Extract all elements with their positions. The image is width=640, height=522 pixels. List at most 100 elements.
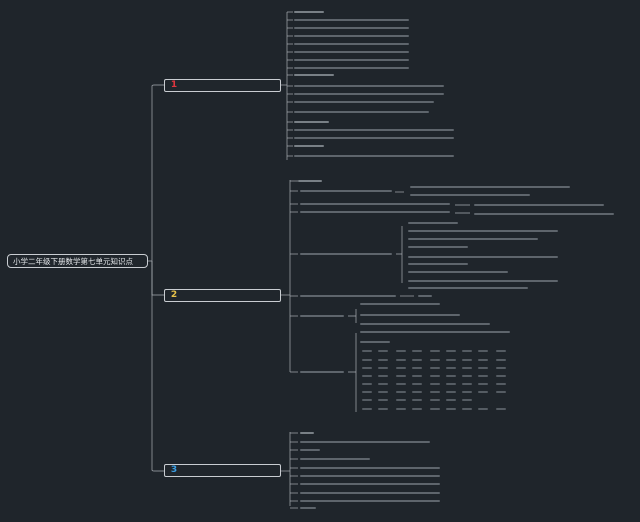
table-cell (478, 367, 488, 369)
leaf-text-line (294, 121, 329, 123)
leaf-text-line (294, 111, 429, 113)
table-cell (362, 367, 372, 369)
table-cell (496, 375, 506, 377)
table-cell (446, 375, 456, 377)
leaf-text-line (294, 85, 444, 87)
table-cell (496, 408, 506, 410)
table-cell (496, 367, 506, 369)
leaf-text-line (300, 441, 430, 443)
leaf-text-line (474, 204, 604, 206)
table-cell (478, 391, 488, 393)
table-cell (396, 367, 406, 369)
table-cell (430, 391, 440, 393)
leaf-text-line (408, 280, 558, 282)
leaf-text-line (294, 145, 324, 147)
table-cell (396, 359, 406, 361)
leaf-text-line (300, 449, 320, 451)
leaf-text-line (294, 27, 409, 29)
table-cell (378, 408, 388, 410)
table-cell (446, 383, 456, 385)
leaf-text-line (294, 137, 454, 139)
table-cell (446, 359, 456, 361)
connector-root-branch-3 (151, 261, 164, 472)
table-cell (378, 367, 388, 369)
table-cell (496, 350, 506, 352)
table-cell (462, 375, 472, 377)
table-cell (430, 350, 440, 352)
table-cell (412, 367, 422, 369)
branch-number-3: 3 (170, 465, 178, 475)
table-cell (378, 359, 388, 361)
leaf-text-line (360, 303, 440, 305)
table-cell (430, 408, 440, 410)
leaf-text-line (410, 194, 530, 196)
table-cell (412, 399, 422, 401)
table-cell (412, 359, 422, 361)
leaf-text-line (408, 271, 508, 273)
table-cell (362, 359, 372, 361)
leaf-text-line (300, 458, 370, 460)
table-cell (378, 350, 388, 352)
leaf-text-line (300, 203, 450, 205)
branch-number-1: 1 (170, 80, 178, 90)
table-cell (396, 383, 406, 385)
table-cell (478, 375, 488, 377)
branch-node-3[interactable]: 3 (164, 464, 281, 477)
leaf-text-line (300, 211, 450, 213)
table-cell (362, 408, 372, 410)
leaf-text-line (300, 483, 440, 485)
table-cell (496, 383, 506, 385)
table-cell (430, 399, 440, 401)
table-cell (378, 383, 388, 385)
table-cell (396, 375, 406, 377)
table-cell (430, 375, 440, 377)
table-cell (496, 359, 506, 361)
table-cell (462, 408, 472, 410)
table-cell (430, 359, 440, 361)
connector-b2-sub-b (455, 204, 470, 214)
table-cell (462, 399, 472, 401)
table-cell (446, 391, 456, 393)
leaf-text-line (300, 500, 440, 502)
leaf-text-line (300, 253, 392, 255)
leaf-text-line (300, 315, 344, 317)
leaf-text-line (408, 263, 468, 265)
table-cell (378, 375, 388, 377)
table-cell (446, 408, 456, 410)
leaf-text-line (294, 59, 409, 61)
branch-node-2[interactable]: 2 (164, 289, 281, 302)
root-node[interactable]: 小学二年级下册数学第七单元知识点 (7, 254, 148, 268)
leaf-text-line (300, 492, 440, 494)
leaf-text-line (294, 74, 334, 76)
connector-b2-sub-f (348, 333, 357, 412)
leaf-text-line (408, 256, 558, 258)
table-cell (362, 350, 372, 352)
leaf-text-line (300, 507, 316, 509)
branch-node-1[interactable]: 1 (164, 79, 281, 92)
leaf-text-line (418, 295, 432, 297)
leaf-text-line (294, 67, 409, 69)
connector-b2-sub-e (348, 309, 357, 323)
leaf-text-line (360, 341, 390, 343)
table-cell (462, 350, 472, 352)
table-cell (396, 391, 406, 393)
connector-b2-sub-c (396, 226, 403, 283)
leaf-text-line (300, 190, 392, 192)
leaf-text-line (408, 230, 558, 232)
table-cell (362, 399, 372, 401)
leaf-text-line (408, 238, 538, 240)
table-cell (462, 359, 472, 361)
table-cell (478, 350, 488, 352)
leaf-text-line (294, 155, 454, 157)
leaf-text-line (300, 371, 344, 373)
leaf-text-line (294, 93, 444, 95)
table-cell (412, 375, 422, 377)
table-cell (412, 383, 422, 385)
table-cell (362, 383, 372, 385)
table-cell (462, 367, 472, 369)
leaf-text-line (294, 129, 454, 131)
leaf-text-line (294, 43, 409, 45)
leaf-text-line (360, 323, 490, 325)
leaf-text-line (408, 287, 528, 289)
